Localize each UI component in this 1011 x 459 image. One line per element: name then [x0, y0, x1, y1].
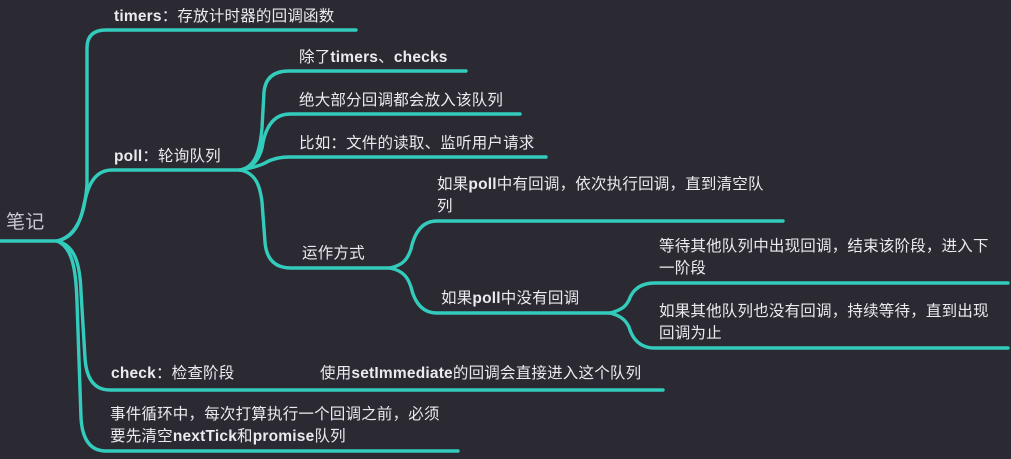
node-poll-c3[interactable]: 比如：文件的读取、监听用户请求	[299, 135, 535, 152]
branch-method-has	[388, 219, 785, 270]
node-poll[interactable]: poll：轮询队列	[114, 148, 221, 165]
branch-event-note	[55, 239, 460, 453]
node-poll-c2[interactable]: 绝大部分回调都会放入该队列	[299, 92, 504, 109]
branch-none-keep	[608, 311, 1010, 350]
node-poll-c1[interactable]: 除了timers、checks	[299, 49, 448, 66]
branch-method-none	[388, 266, 612, 315]
branch-poll-c2	[238, 112, 522, 172]
node-check[interactable]: check：检查阶段	[111, 365, 235, 382]
node-none-wait[interactable]: 等待其他队列中出现回调，结束该阶段，进入下 一阶段	[659, 238, 989, 277]
node-none-keep[interactable]: 如果其他队列也没有回调，持续等待，直到出现 回调为止	[659, 303, 989, 342]
branch-method	[238, 168, 392, 270]
branch-poll	[55, 168, 242, 243]
node-check-child[interactable]: 使用setImmediate的回调会直接进入这个队列	[320, 365, 642, 382]
node-event-note[interactable]: 事件循环中，每次打算执行一个回调之前，必须 要先清空nextTick和promi…	[110, 406, 440, 445]
node-method-none[interactable]: 如果poll中没有回调	[441, 290, 580, 307]
branch-none-wait	[608, 281, 1010, 315]
node-method-has[interactable]: 如果poll中有回调，依次执行回调，直到清空队 列	[437, 176, 764, 215]
branch-poll-c3	[238, 155, 548, 172]
node-timers[interactable]: timers：存放计时器的回调函数	[114, 8, 335, 25]
branch-check	[55, 239, 665, 392]
node-method[interactable]: 运作方式	[302, 245, 365, 262]
node-root[interactable]: 笔记	[6, 212, 45, 233]
